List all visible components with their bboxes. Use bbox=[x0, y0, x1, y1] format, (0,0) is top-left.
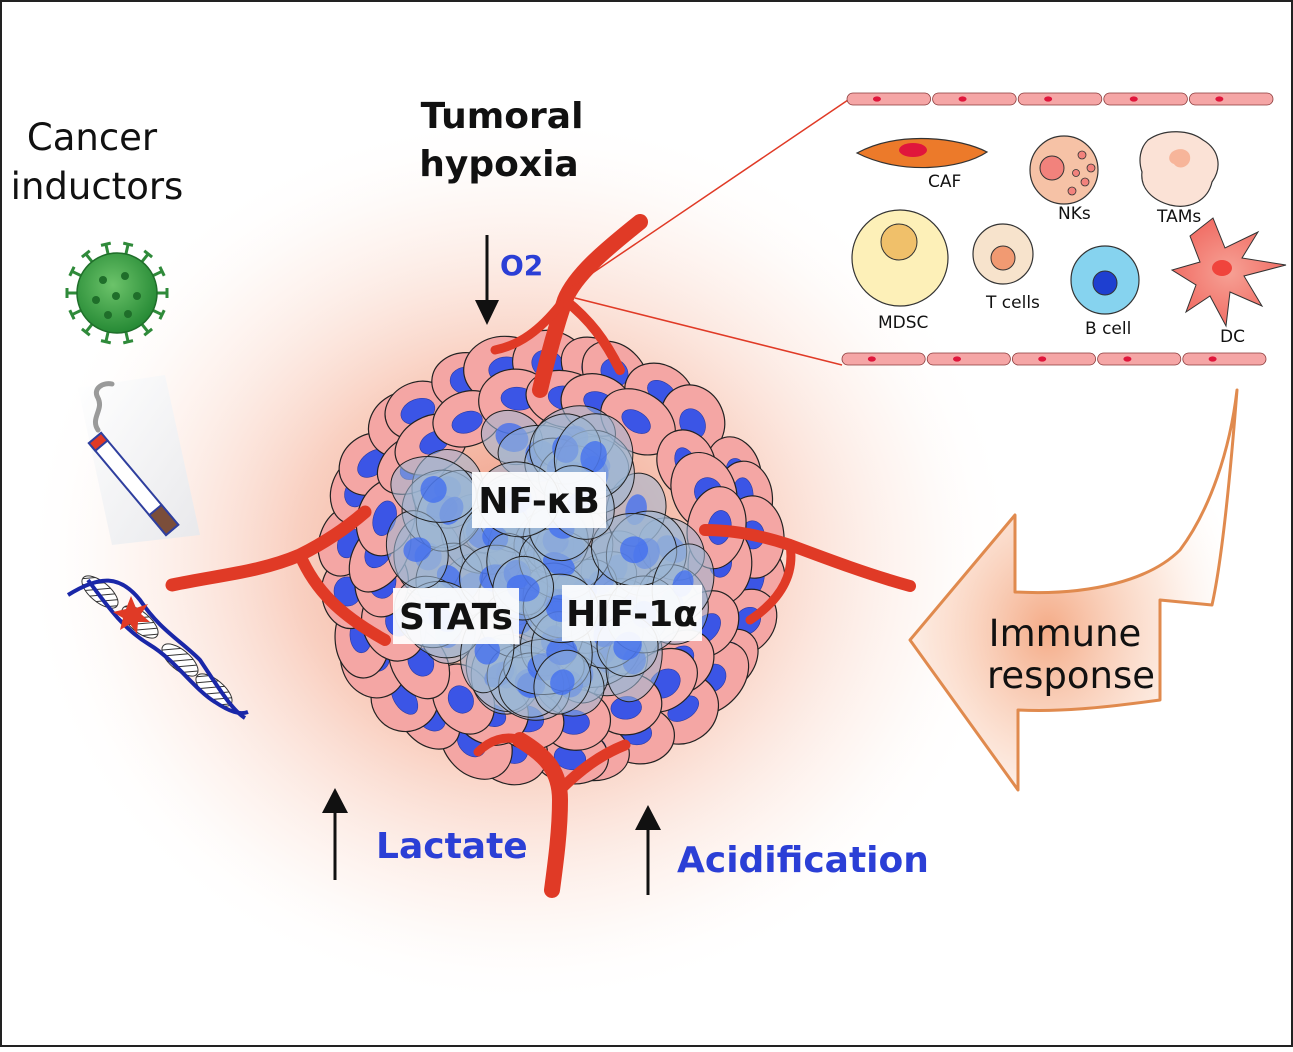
endothelial-cell bbox=[1017, 92, 1103, 106]
b-cell-nucleus-icon bbox=[1092, 270, 1118, 296]
endothelial-cell bbox=[846, 92, 931, 106]
nk-nucleus-icon bbox=[1039, 155, 1065, 181]
tumoral-hypoxia-line2: hypoxia bbox=[419, 144, 578, 185]
vessel-left-branch bbox=[294, 549, 391, 646]
tam-nucleus-icon bbox=[1169, 149, 1191, 168]
acidification-label: Acidification bbox=[677, 840, 929, 881]
dna-mutation-icon bbox=[66, 575, 249, 720]
cigarette-icon bbox=[78, 375, 200, 545]
hypoxic-cell bbox=[385, 510, 449, 590]
zoom-line-top bbox=[559, 99, 849, 296]
hypoxic-cell bbox=[590, 513, 678, 587]
arrows bbox=[322, 235, 661, 895]
vessel-wall-top bbox=[846, 92, 1274, 106]
immune-cells bbox=[851, 131, 1287, 328]
vessel-bottom-branch bbox=[554, 739, 631, 796]
cancer-inductors-line1: Cancer bbox=[27, 116, 158, 159]
stats-box bbox=[393, 588, 519, 644]
dc-nucleus-icon bbox=[1212, 260, 1232, 276]
zoom-line-bottom bbox=[574, 297, 843, 366]
endothelial-cell bbox=[932, 92, 1017, 106]
immune-response-line1: Immune bbox=[989, 612, 1142, 655]
endothelial-cell bbox=[1182, 352, 1267, 366]
endothelial-cell bbox=[841, 352, 926, 366]
immune-response-arrow bbox=[908, 388, 1239, 792]
lactate-up-arrowhead bbox=[322, 788, 348, 813]
endothelial-cell bbox=[1012, 352, 1097, 366]
vessel-bottom-branch-2 bbox=[473, 733, 525, 757]
tam-cell-icon bbox=[1139, 131, 1219, 207]
oxygen-down-arrowhead bbox=[475, 300, 499, 325]
vessel-wall-bottom bbox=[841, 352, 1267, 366]
oxygen-label: O2 bbox=[500, 249, 543, 282]
virus-icon bbox=[65, 241, 169, 345]
hypoxic-cell bbox=[533, 649, 592, 715]
hif1a-box bbox=[562, 585, 702, 641]
mutation-star-icon bbox=[113, 596, 150, 634]
t-cell-nucleus-icon bbox=[990, 245, 1016, 271]
main-labels: Cancer inductors Tumoral hypoxia O2 Lact… bbox=[11, 96, 1155, 881]
nk-granule-icon bbox=[1086, 163, 1096, 173]
endothelial-cell bbox=[1097, 352, 1182, 366]
mdsc-label: MDSC bbox=[878, 313, 928, 333]
vessel-top-branch bbox=[560, 295, 625, 375]
endothelial-cell bbox=[1189, 92, 1274, 106]
nk-granule-icon bbox=[1067, 186, 1077, 196]
tams-label: TAMs bbox=[1156, 207, 1201, 227]
immune-cell-labels: CAF NKs TAMs MDSC T cells B cell DC bbox=[878, 172, 1245, 347]
lactate-label: Lactate bbox=[376, 826, 528, 867]
caf-nucleus-icon bbox=[899, 143, 927, 157]
endothelial-cell bbox=[1103, 92, 1188, 106]
cancer-inductors-line2: inductors bbox=[11, 165, 184, 208]
b-cell-label: B cell bbox=[1085, 319, 1131, 339]
vessel-top-branch-2 bbox=[490, 300, 565, 355]
hif1a-label: HIF-1α bbox=[566, 594, 698, 635]
nfkb-box bbox=[472, 472, 606, 528]
nfkb-label: NF-κB bbox=[478, 481, 600, 522]
acidification-up-arrowhead bbox=[635, 805, 661, 830]
endothelial-cell bbox=[926, 352, 1011, 366]
nks-label: NKs bbox=[1058, 204, 1091, 224]
stats-label: STATs bbox=[399, 597, 513, 638]
nk-granule-icon bbox=[1072, 169, 1080, 177]
vessel-right-branch bbox=[745, 540, 796, 625]
nk-granule-icon bbox=[1080, 177, 1090, 187]
mdsc-nucleus-icon bbox=[880, 223, 918, 261]
dc-label: DC bbox=[1220, 327, 1245, 347]
caf-label: CAF bbox=[928, 172, 961, 192]
tumoral-hypoxia-line1: Tumoral bbox=[421, 96, 584, 137]
immune-response-line2: response bbox=[987, 654, 1155, 697]
t-cells-label: T cells bbox=[985, 293, 1040, 313]
vessel-bottom bbox=[512, 732, 568, 898]
blood-vessels bbox=[165, 214, 916, 898]
transcription-factors: NF-κB STATs HIF-1α bbox=[393, 472, 702, 644]
nk-granule-icon bbox=[1077, 150, 1087, 160]
tumor-outer-cells bbox=[317, 329, 786, 786]
